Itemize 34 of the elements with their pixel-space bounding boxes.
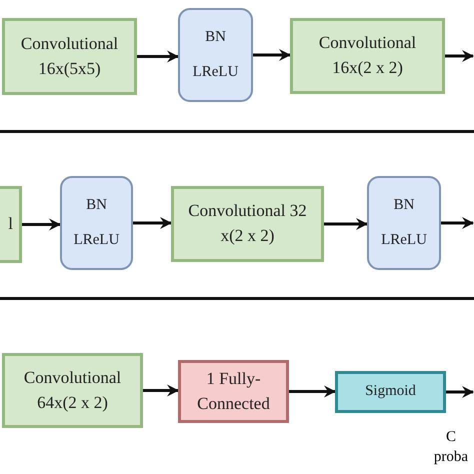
arrow	[22, 218, 61, 230]
sigmoid-box	[335, 371, 446, 413]
node-text: Convolutional 16x(5x5)	[20, 32, 120, 80]
arrow	[445, 50, 474, 62]
node-text: BN	[205, 28, 226, 47]
node-text: BN	[86, 196, 107, 215]
node-text: 1 Fully-Connected	[196, 368, 271, 414]
node-text: LReLU	[381, 230, 427, 250]
arrow	[289, 386, 336, 398]
convolution-box	[290, 18, 445, 94]
arrow	[446, 386, 474, 398]
convolution-box	[171, 186, 324, 262]
batchnorm-box	[60, 176, 133, 270]
node-text: l	[8, 213, 13, 236]
arrow	[324, 218, 368, 230]
batchnorm-box	[178, 8, 253, 102]
arrow	[143, 384, 179, 396]
arrow	[137, 50, 179, 62]
node-text: Convolutional 64x(2 x 2)	[22, 366, 122, 414]
node-text: BN	[394, 196, 414, 215]
node-text: Convolutional 32 x(2 x 2)	[187, 200, 308, 247]
arrow	[253, 49, 291, 61]
batchnorm-box	[367, 176, 441, 270]
arrow	[441, 217, 474, 229]
node-text: Sigmoid	[365, 382, 416, 402]
convolution-box	[2, 18, 137, 95]
node-text: Convolutional 16x(2 x 2)	[318, 32, 418, 79]
convolution-box	[0, 186, 22, 263]
node-text: LReLU	[74, 230, 120, 250]
arrow	[133, 217, 172, 229]
fully-connected-box	[178, 360, 289, 423]
node-text: LReLU	[192, 62, 238, 82]
output-label: C proba	[432, 428, 470, 466]
convolution-box	[2, 353, 143, 428]
